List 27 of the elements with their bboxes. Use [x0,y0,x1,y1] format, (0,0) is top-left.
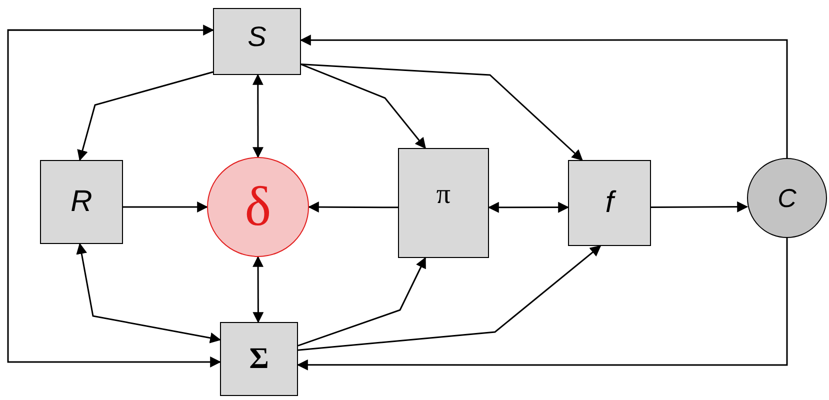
process-box [40,160,123,244]
arrow [298,245,602,351]
node-label: f [605,188,614,218]
node-label: δ [244,179,272,235]
arrow [296,238,788,370]
arrow [77,71,214,162]
arrow [76,242,222,344]
arrow [252,74,264,158]
node-label: C [778,185,796,211]
arrow [252,256,264,324]
node-label: Σ [249,344,269,374]
process-box [213,8,301,75]
arrow [300,64,426,149]
node-label: R [70,187,92,217]
node-label: S [248,23,266,51]
arrow [123,202,208,212]
arrow [651,201,748,212]
process-box [398,148,489,258]
process-box [568,160,651,246]
arrow [7,24,222,368]
node-label: π [436,181,451,209]
process-box [220,322,298,396]
arrow [488,202,570,213]
arrow [300,64,583,161]
arrow [298,257,426,346]
arrow [300,34,788,158]
arrow [308,202,398,213]
